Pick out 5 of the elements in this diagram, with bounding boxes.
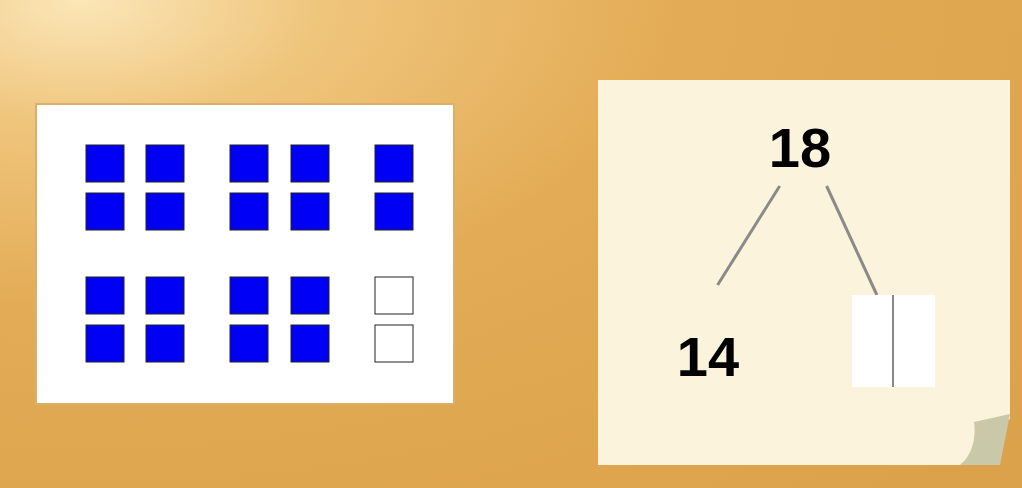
answer-box — [852, 295, 935, 387]
connector-line — [716, 185, 781, 286]
connector-line — [825, 185, 879, 296]
number-label: 18 — [768, 120, 832, 176]
number-label: 14 — [676, 329, 740, 385]
